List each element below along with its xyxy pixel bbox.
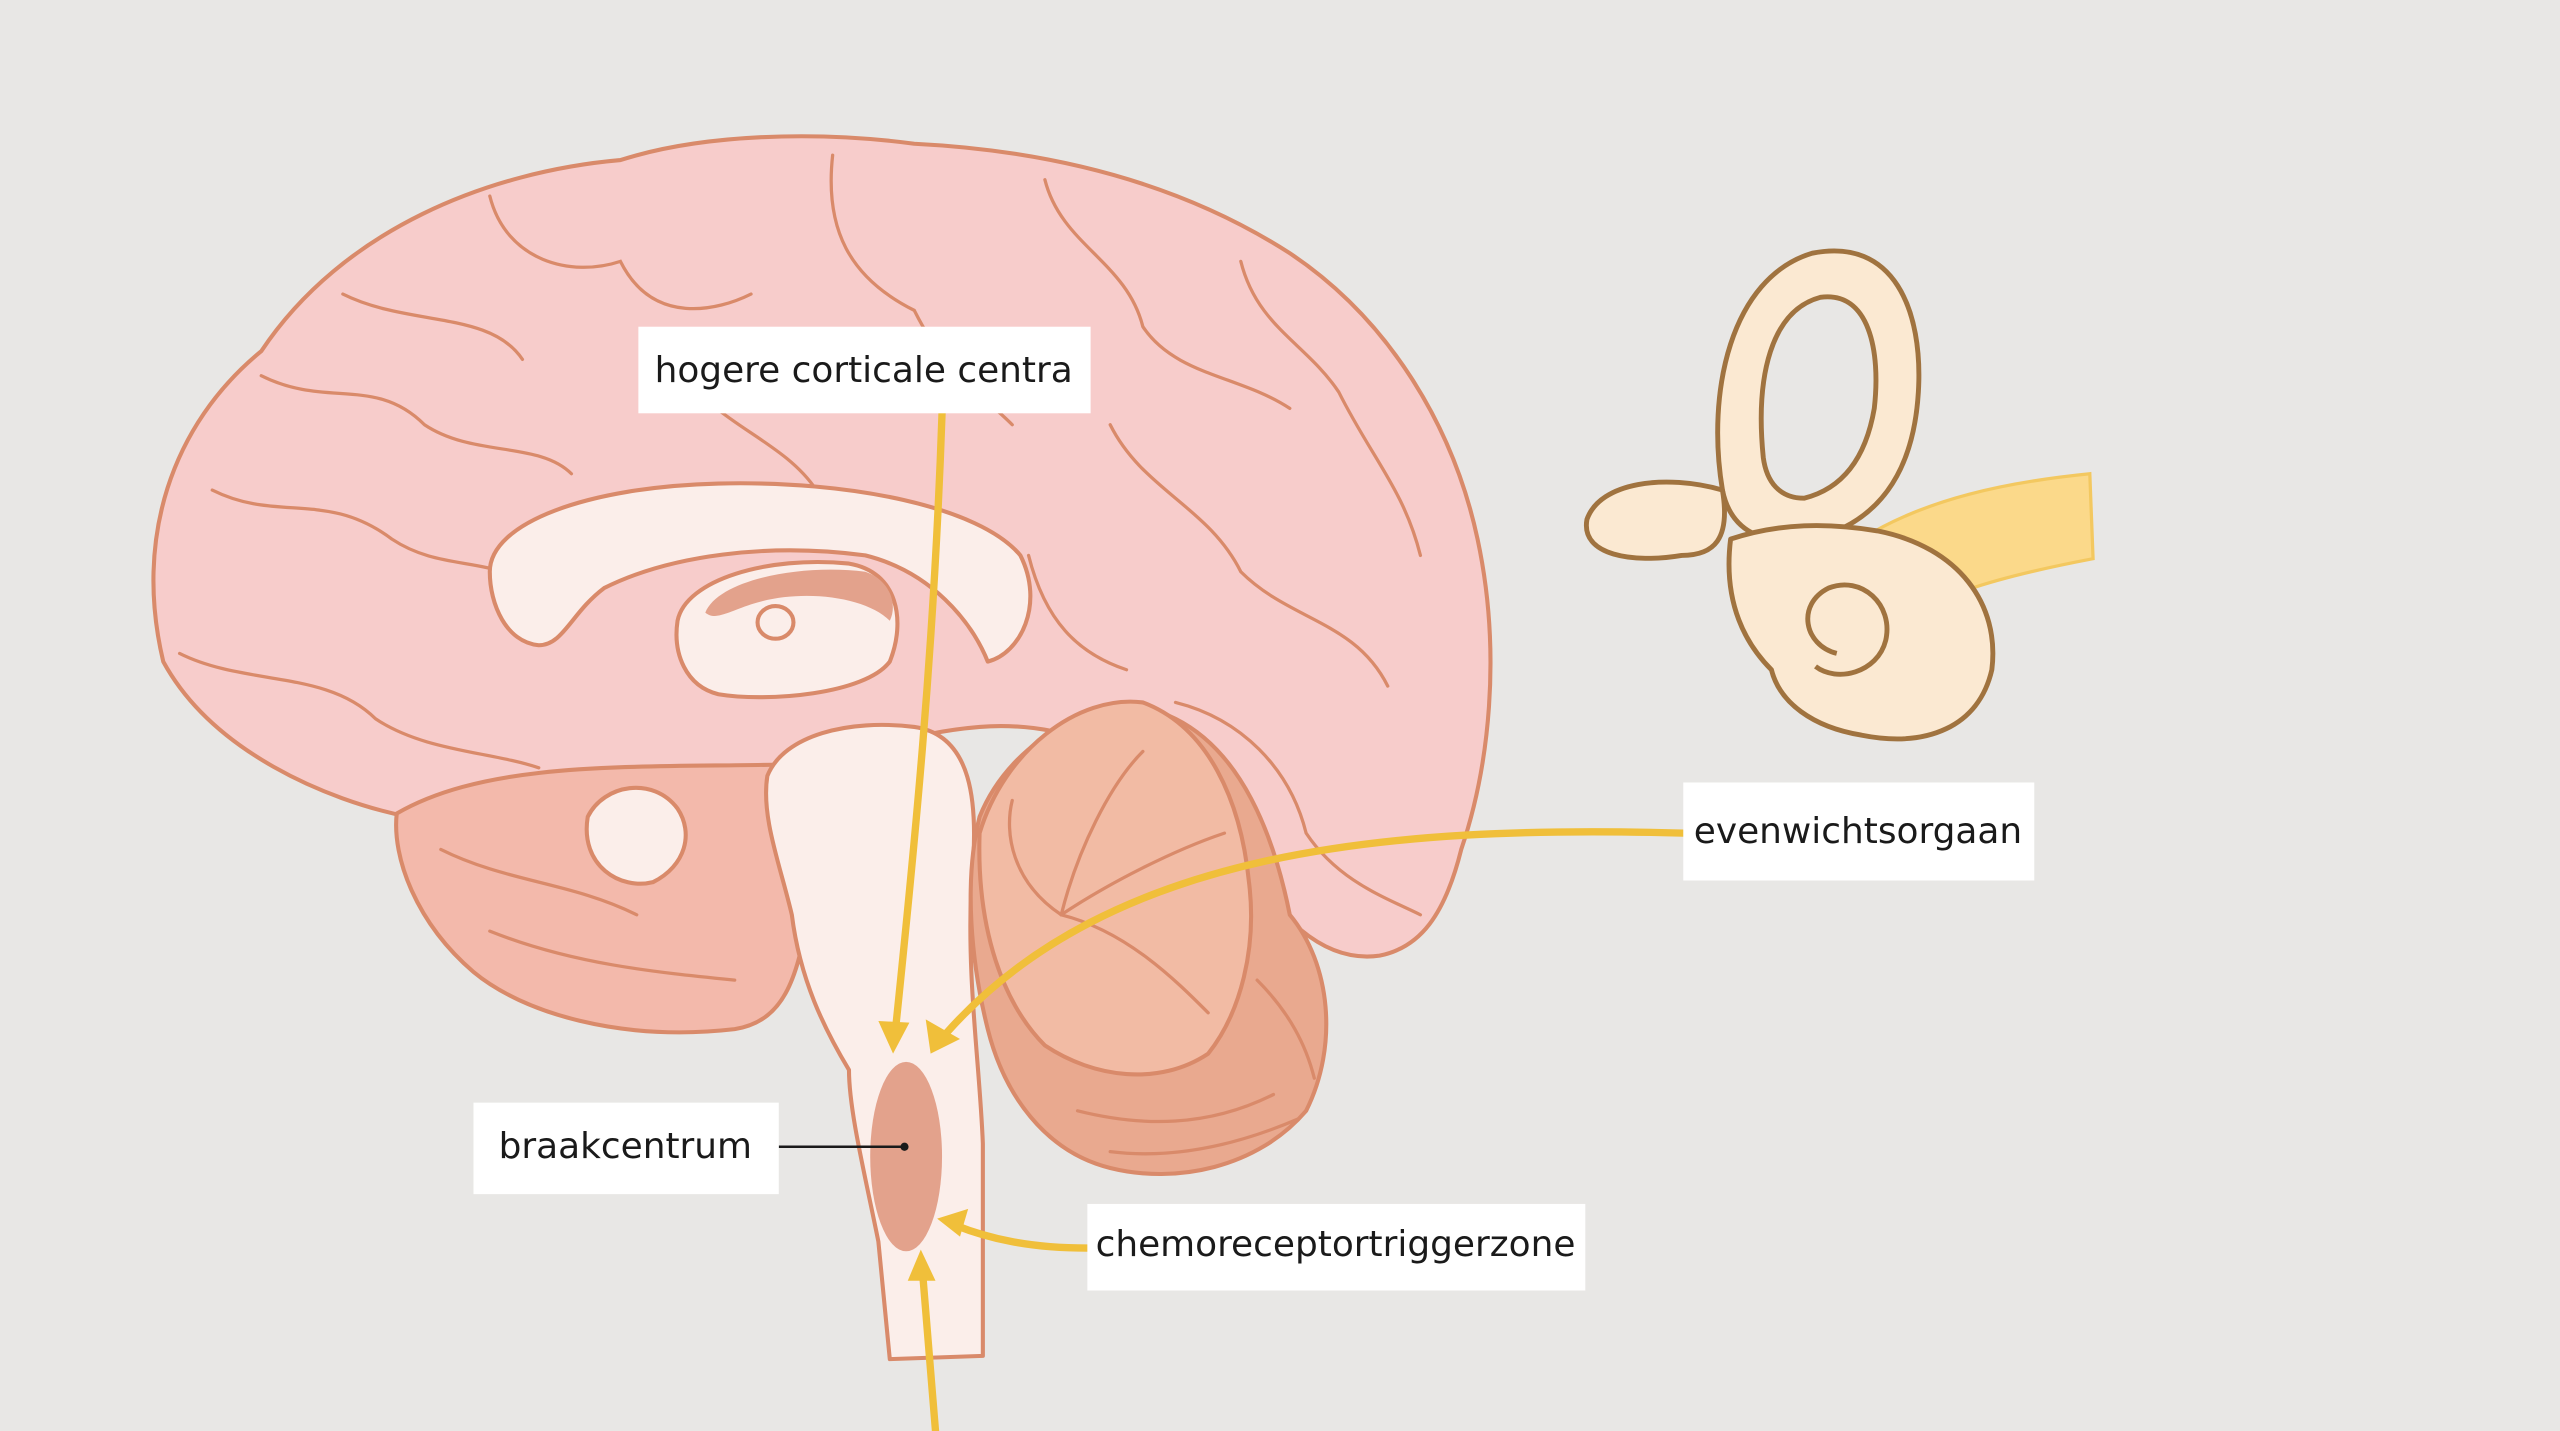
- svg-text:evenwichtsorgaan: evenwichtsorgaan: [1694, 811, 2022, 852]
- arrowhead-vestibular: [925, 1019, 960, 1054]
- label-vestibular-organ: evenwichtsorgaan: [1683, 782, 2035, 881]
- arrow-from-ctz: [951, 1221, 1092, 1252]
- inner-ear-illustration: [1584, 248, 2095, 742]
- lateral-canal: [1584, 479, 1727, 561]
- vomiting-center-dot: [900, 1142, 909, 1151]
- cochlea: [1726, 523, 1996, 742]
- corpus-callosum: [487, 481, 1033, 664]
- arbor-vitae: [977, 699, 1254, 1077]
- svg-text:braakcentrum: braakcentrum: [499, 1126, 752, 1167]
- pathway-arrows: [778, 409, 1687, 1431]
- label-vomiting-center: braakcentrum: [473, 1102, 779, 1195]
- vomiting-center-region: [870, 1061, 943, 1252]
- temporal-lobe: [394, 762, 819, 1035]
- svg-text:chemoreceptortriggerzone: chemoreceptortriggerzone: [1096, 1224, 1576, 1265]
- arrowhead-blood: [907, 1249, 936, 1281]
- label-chemoreceptor-trigger-zone: chemoreceptortriggerzone: [1087, 1203, 1586, 1291]
- arrow-from-cortex: [891, 409, 946, 1041]
- interthalamic-adhesion: [755, 604, 796, 641]
- arrowhead-ctz: [937, 1208, 969, 1237]
- hypothalamus-region: [584, 785, 688, 886]
- cerebellar-folia: [1007, 749, 1316, 1156]
- brain: [151, 134, 1493, 1362]
- arrow-from-vestibular: [943, 828, 1687, 1037]
- label-higher-cortical-centers: hogere corticale centra: [638, 326, 1091, 414]
- fornix: [705, 569, 893, 621]
- arrow-from-blood: [918, 1267, 940, 1431]
- arrowhead-cortex: [878, 1020, 910, 1054]
- svg-text:hogere corticale centra: hogere corticale centra: [655, 350, 1073, 391]
